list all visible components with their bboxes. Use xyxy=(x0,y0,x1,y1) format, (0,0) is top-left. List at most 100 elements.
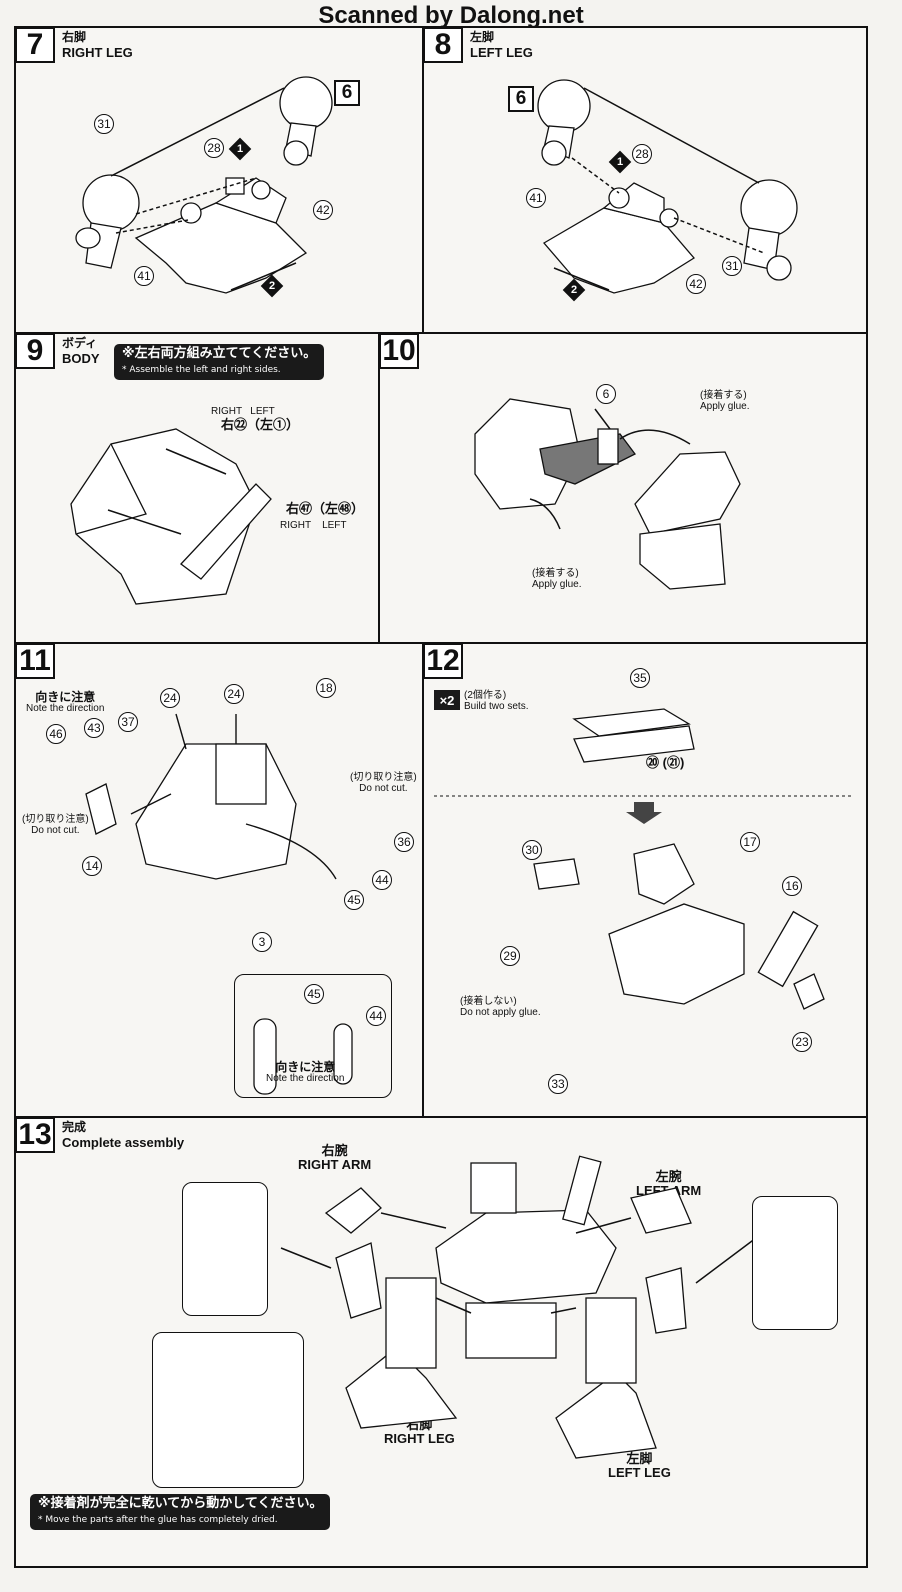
direction-note-inset: 向きに注意 Note the direction xyxy=(266,1060,345,1084)
part-42: 42 xyxy=(313,200,333,220)
step-title-en: Complete assembly xyxy=(62,1135,185,1150)
glue-note-en: Apply glue. xyxy=(700,401,750,412)
right-arm-en: RIGHT ARM xyxy=(298,1157,372,1172)
direction-inset xyxy=(234,974,392,1098)
left-label: LEFT xyxy=(250,406,275,417)
two-sets-note-en: Build two sets. xyxy=(464,701,529,712)
step-9-panel: 9 ボディ BODY ※左右両方組み立ててください。 * Assemble th… xyxy=(14,332,380,644)
right-arm-detail-inset xyxy=(182,1182,268,1316)
step-11-panel: 11 向きに注意 Note the direction 24 24 18 43 … xyxy=(14,642,424,1118)
step-title-jp: 左脚 xyxy=(470,30,495,44)
step-number: 11 xyxy=(15,643,55,679)
step-marker-1: 1 xyxy=(608,150,632,174)
cut-note-jp: (切り取り注意) xyxy=(350,772,417,783)
glue-note-en: Apply glue. xyxy=(532,579,582,590)
right-label: RIGHT xyxy=(280,520,311,531)
cut-note-en: Do not cut. xyxy=(31,825,80,836)
direction-note-en: Note the direction xyxy=(266,1073,345,1084)
step-title-jp: 完成 xyxy=(62,1120,87,1134)
part-33: 33 xyxy=(548,1074,568,1094)
cut-note-right: (切り取り注意) Do not cut. xyxy=(350,772,417,794)
step-7-panel: 7 右脚 RIGHT LEG 6 31 28 42 41 1 2 xyxy=(14,26,424,334)
step-title: 左脚 LEFT LEG xyxy=(470,30,533,60)
assembly-note-en: * Assemble the left and right sides. xyxy=(122,365,281,375)
part-43: 43 xyxy=(84,718,104,738)
part-23: 23 xyxy=(792,1032,812,1052)
right-leg-en: RIGHT LEG xyxy=(384,1431,455,1446)
part-41: 41 xyxy=(526,188,546,208)
right-label: RIGHT xyxy=(211,406,242,417)
left-arm-jp: 左腕 xyxy=(655,1169,682,1184)
two-sets-note-jp: (2個作る) xyxy=(464,690,507,701)
step-title-en: BODY xyxy=(62,351,100,366)
glue-note-jp: (接着する) xyxy=(532,568,579,579)
step-title-jp: 右脚 xyxy=(62,30,87,44)
part-46: 46 xyxy=(46,724,66,744)
part-22-1-label: 右㉒（左①） xyxy=(221,417,300,432)
part-44: 44 xyxy=(366,1006,386,1026)
part-17: 17 xyxy=(740,832,760,852)
subassembly-6-marker: 6 xyxy=(334,80,360,106)
part-20-21-label: ⑳ (㉑) xyxy=(646,755,685,770)
no-glue-note: (接着しない) Do not apply glue. xyxy=(460,996,541,1018)
part-35: 35 xyxy=(630,668,650,688)
cut-note-left: (切り取り注意) Do not cut. xyxy=(22,814,89,836)
step-13-panel: 13 完成 Complete assembly 右腕 RIGHT ARM 左腕 … xyxy=(14,1116,868,1568)
subassembly-6-marker: 6 xyxy=(508,86,534,112)
cut-note-en: Do not cut. xyxy=(359,783,408,794)
left-leg-label: 左脚 LEFT LEG xyxy=(608,1452,671,1480)
step-number: 10 xyxy=(379,333,419,369)
direction-note-en: Note the direction xyxy=(26,703,105,714)
part-24: 24 xyxy=(160,688,180,708)
part-28: 28 xyxy=(632,144,652,164)
head-parts-illustration xyxy=(85,713,353,1095)
step-marker-2: 2 xyxy=(562,278,586,302)
cut-note-jp: (切り取り注意) xyxy=(22,814,89,825)
step-title-en: RIGHT LEG xyxy=(62,45,133,60)
part-24: 24 xyxy=(224,684,244,704)
right-arm-label: 右腕 RIGHT ARM xyxy=(298,1144,371,1172)
part-45: 45 xyxy=(304,984,324,1004)
right-leg-detail-inset xyxy=(152,1332,304,1488)
right-arm-jp: 右腕 xyxy=(321,1143,348,1158)
left-arm-detail-inset xyxy=(752,1196,838,1330)
glue-note-bottom: (接着する) Apply glue. xyxy=(532,568,581,590)
step-title-en: LEFT LEG xyxy=(470,45,533,60)
body-glue-illustration xyxy=(474,398,741,590)
part-42: 42 xyxy=(686,274,706,294)
left-leg-illustration xyxy=(537,79,798,294)
assembly-note: ※左右両方組み立ててください。 * Assemble the left and … xyxy=(114,344,325,380)
direction-note-jp: 向きに注意 xyxy=(275,1060,336,1074)
part-3: 3 xyxy=(252,932,272,952)
complete-assembly-illustration xyxy=(280,1155,757,1459)
step-number: 9 xyxy=(15,333,55,369)
step-12-panel: 12 ×2 (2個作る) Build two sets. 35 ⑳ (㉑) 30… xyxy=(422,642,868,1118)
left-leg-en: LEFT LEG xyxy=(608,1465,671,1480)
step-marker-2-label: 2 xyxy=(570,284,578,296)
direction-note-jp: 向きに注意 xyxy=(35,690,96,704)
left-leg-jp: 左脚 xyxy=(626,1451,653,1466)
step-marker-2: 2 xyxy=(260,274,284,298)
step-10-panel: 10 6 (接着する) Apply glue. (接着する) Apply glu… xyxy=(378,332,868,644)
step-number: 12 xyxy=(423,643,463,679)
glue-note-top: (接着する) Apply glue. xyxy=(700,390,749,412)
step-title: 完成 Complete assembly xyxy=(62,1120,184,1150)
part-29: 29 xyxy=(500,946,520,966)
part-6: 6 xyxy=(596,384,616,404)
step-number: 7 xyxy=(15,27,55,63)
glue-dry-note-en: * Move the parts after the glue has comp… xyxy=(38,1515,278,1525)
assembly-note-jp: ※左右両方組み立ててください。 xyxy=(122,346,317,361)
step-title: ボディ BODY xyxy=(62,336,100,366)
part-47-48-label: 右㊼（左㊽） xyxy=(286,501,365,516)
step-marker-1-label: 1 xyxy=(616,156,624,168)
glue-dry-note-jp: ※接着剤が完全に乾いてから動かしてください。 xyxy=(38,1496,323,1511)
glue-note-jp: (接着する) xyxy=(700,390,747,401)
quantity-badge: ×2 xyxy=(434,690,460,710)
part-14: 14 xyxy=(82,856,102,876)
no-glue-note-en: Do not apply glue. xyxy=(460,1007,541,1018)
part-31: 31 xyxy=(722,256,742,276)
part-16: 16 xyxy=(782,876,802,896)
part-45: 45 xyxy=(344,890,364,910)
part-30: 30 xyxy=(522,840,542,860)
right-left-caption-upper: RIGHT LEFT xyxy=(211,406,275,417)
